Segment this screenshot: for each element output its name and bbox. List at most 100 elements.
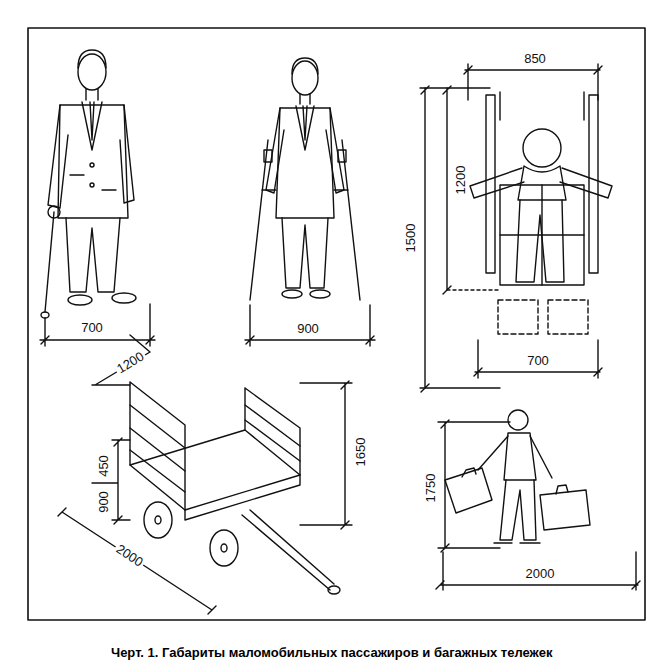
man-with-cane-part [90,183,94,187]
man-with-crutches-part [276,108,334,218]
baggage-cart-part [245,405,300,461]
dimension-label: 2000 [112,540,148,571]
man-with-crutches-part [282,290,302,298]
man-with-cane-part [90,163,94,167]
man-with-suitcases-part [494,542,540,543]
baggage-cart-part [130,382,185,510]
man-with-suitcases-part [436,552,640,590]
baggage-cart-part [210,530,238,566]
baggage-cart-part [242,510,334,590]
wheelchair-user-part [443,86,451,294]
baggage-cart-part [92,335,150,385]
wheelchair-user-part [421,86,429,392]
man-with-crutches-part [292,61,318,95]
man-with-suitcases-part [438,420,510,552]
baggage-cart [58,335,352,614]
man-with-cane-part [40,304,155,346]
baggage-cart-part [245,388,300,475]
dimension-holder: 700 [525,351,551,369]
man-with-suitcases-part [508,410,528,430]
baggage-cart-part [328,586,340,594]
man-with-cane-part [112,293,136,303]
dimension-holder: 1500 [401,222,419,255]
man-with-crutches [245,58,375,346]
man-with-suitcases-part [500,480,536,540]
man-with-cane-part [66,218,120,292]
baggage-cart-part [221,544,227,552]
man-with-cane-part [41,312,49,318]
caption-holder: Черт. 1. Габариты маломобильных пассажир… [111,643,552,661]
man-with-crutches-part [310,290,330,298]
wheelchair-user-part [486,95,495,273]
man-with-suitcases-part [504,433,536,480]
dimension-holder: 1200 [111,346,148,378]
man-with-cane [40,50,155,346]
man-with-cane-part [48,105,68,208]
dimension-holder: 1200 [451,164,469,197]
baggage-cart-part [155,516,161,524]
wheelchair-user-part [516,200,564,282]
man-with-crutches-part [282,218,328,288]
wheelchair-user-part [464,64,602,100]
caption: Черт. 1. Габариты маломобильных пассажир… [111,645,552,660]
wheelchair-user-part [523,129,561,167]
man-with-suitcases-part [540,490,590,530]
man-with-suitcases [436,410,640,590]
man-with-suitcases-part [445,468,492,513]
baggage-cart-part [58,508,216,614]
dimension-label: 1200 [112,348,148,378]
man-with-cane-part [82,102,102,150]
man-with-crutches-part [300,94,310,104]
baggage-cart-part [300,381,352,529]
dimension-holder: 900 [295,319,321,337]
dimension-holder: 2000 [524,564,557,582]
wheelchair-user-part [420,387,500,388]
man-with-cane-part [86,89,98,100]
man-with-cane-part [78,54,106,90]
baggage-cart-part [185,475,300,520]
man-with-crutches-part [245,305,375,346]
dimension-label: 1200 [453,164,468,197]
man-with-cane-part [45,212,54,312]
baggage-cart-part [130,405,185,492]
dimension-label: 850 [522,51,548,66]
baggage-cart-part [144,502,172,538]
man-with-cane-part [120,105,134,203]
man-with-suitcases-part [556,485,568,494]
man-with-suitcases-part [462,468,476,477]
wheelchair-user [420,64,612,392]
wheelchair-user-part [500,92,584,120]
man-with-cane-part [90,102,94,140]
wheelchair-user-part [474,340,602,378]
man-with-crutches-part [262,189,348,190]
dimension-label: 900 [96,489,111,515]
dimension-holder: 450 [94,453,112,479]
man-with-cane-part [78,50,106,68]
man-with-crutches-part [296,106,314,150]
dimension-holder: 900 [94,489,112,515]
frame [28,28,645,620]
dimension-label: 700 [79,320,105,335]
wheelchair-user-part [420,87,490,88]
dimension-label: 1650 [353,436,368,469]
wheelchair-user-part [589,95,598,273]
dimension-label: 1500 [403,222,418,255]
wheelchair-user-part [447,289,500,290]
man-with-cane-part [68,295,92,305]
dimension-label: 1750 [423,472,438,505]
wheelchair-user-part [548,300,588,334]
dimension-label: 700 [525,353,551,368]
wheelchair-user-part [518,166,566,200]
baggage-cart-part [92,438,130,524]
dimension-holder: 1750 [421,472,439,505]
man-with-suitcases-part [478,436,552,478]
man-with-cane-part [70,175,116,190]
man-with-crutches-part [250,140,360,300]
dimension-label: 900 [295,321,321,336]
dimension-holder: 700 [79,318,105,336]
dimension-holder: 1650 [351,436,369,469]
man-with-crutches-part [292,58,318,74]
dimension-holder: 850 [522,49,548,67]
wheelchair-user-part [498,300,538,334]
